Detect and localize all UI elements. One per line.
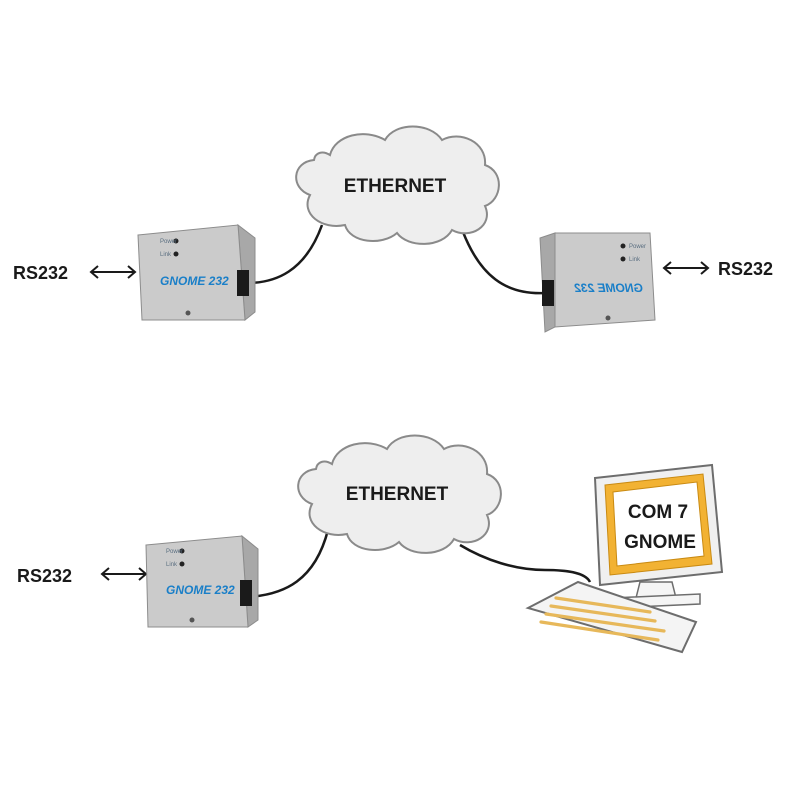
device-brand-top-left: GNOME 232 [160, 274, 229, 288]
led-label: Link [160, 252, 172, 258]
device-brand-top-right: GNOME 232 [574, 281, 643, 295]
double-arrow-icon [100, 567, 148, 581]
cable-cloud-to-pc-bottom [459, 543, 592, 583]
cable-left-to-cloud-bottom [246, 529, 330, 599]
gnome232-device-top-right: Power Link GNOME 232 [539, 232, 656, 333]
led-label: Power [160, 239, 177, 245]
rs232-label-top-right: RS232 [718, 259, 773, 279]
reset-hole [189, 617, 195, 623]
led-icon [173, 251, 179, 257]
gnome232-device-bottom: Power Link GNOME 232 [145, 534, 259, 628]
monitor-line1: COM 7 [628, 502, 688, 523]
led-label: Power [166, 549, 183, 555]
led-icon [179, 561, 185, 567]
cable-cloud-to-right-top [461, 231, 546, 295]
rj45-port [237, 270, 249, 296]
rs232-label-bottom-left: RS232 [17, 566, 72, 586]
cable-left-to-cloud-top [246, 224, 324, 285]
led-icon [179, 548, 185, 554]
cloud-label-top: ETHERNET [344, 176, 447, 197]
keyboard-keys [539, 596, 666, 642]
ethernet-cloud-top [295, 125, 500, 245]
reset-hole [185, 310, 191, 316]
device-brand-bottom: GNOME 232 [166, 583, 235, 597]
double-arrow-icon [662, 261, 710, 275]
cloud-label-bottom: ETHERNET [346, 484, 449, 505]
pc-computer: COM 7 GNOME [525, 463, 724, 654]
reset-hole [605, 315, 611, 321]
monitor-line2: GNOME [624, 532, 696, 553]
rj45-port [240, 580, 252, 606]
gnome232-device-top-left: Power Link GNOME 232 [137, 223, 256, 321]
led-icon [620, 256, 626, 262]
led-label: Power [629, 244, 646, 250]
led-icon [173, 238, 179, 244]
rs232-label-top-left: RS232 [13, 263, 68, 283]
rj45-port [542, 280, 554, 306]
led-label: Link [629, 257, 641, 263]
monitor-screen [612, 481, 705, 567]
led-icon [620, 243, 626, 249]
ethernet-cloud-bottom [297, 434, 502, 554]
led-label: Link [166, 562, 178, 568]
double-arrow-icon [89, 265, 137, 279]
